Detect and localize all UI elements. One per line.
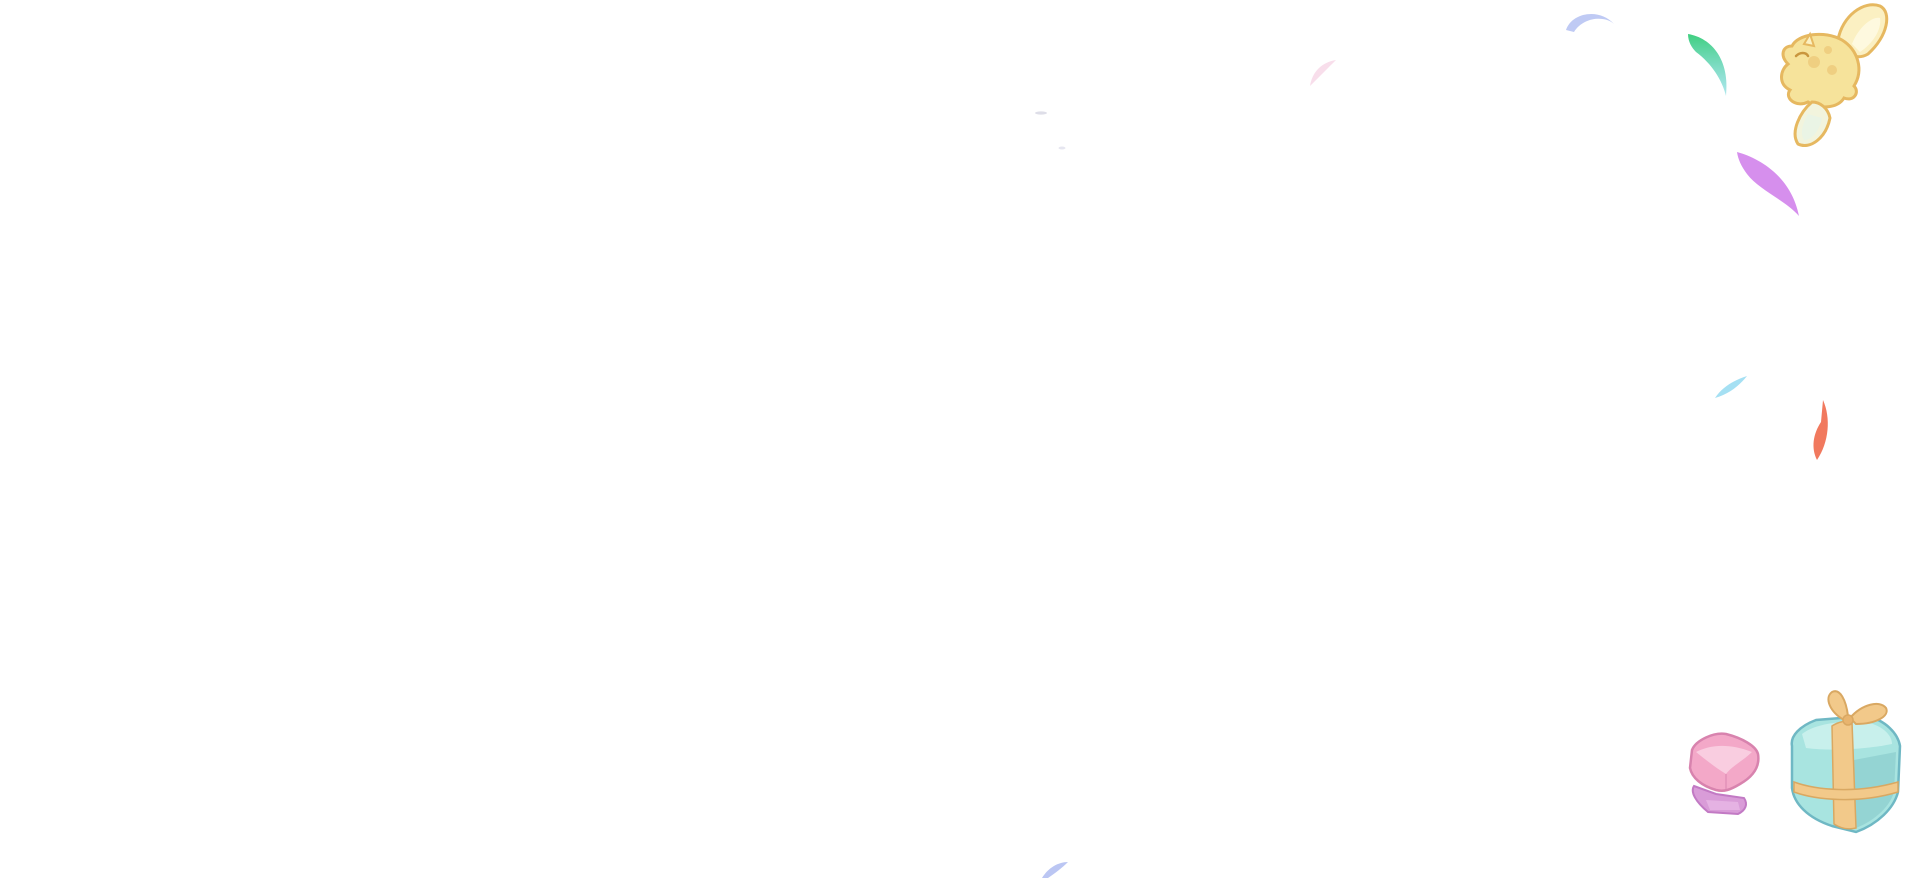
- confetti-piece-icon: [1040, 860, 1070, 878]
- confetti-piece-icon: [1735, 150, 1803, 220]
- confetti-piece-icon: [1057, 144, 1067, 152]
- confetti-piece-icon: [1034, 110, 1048, 116]
- confetti-piece-icon: [1562, 6, 1618, 36]
- confetti-piece-icon: [1713, 372, 1749, 402]
- confetti-piece-icon: [1306, 56, 1340, 90]
- confetti-piece-icon: [1803, 398, 1833, 462]
- confetti-piece-icon: [1682, 30, 1738, 106]
